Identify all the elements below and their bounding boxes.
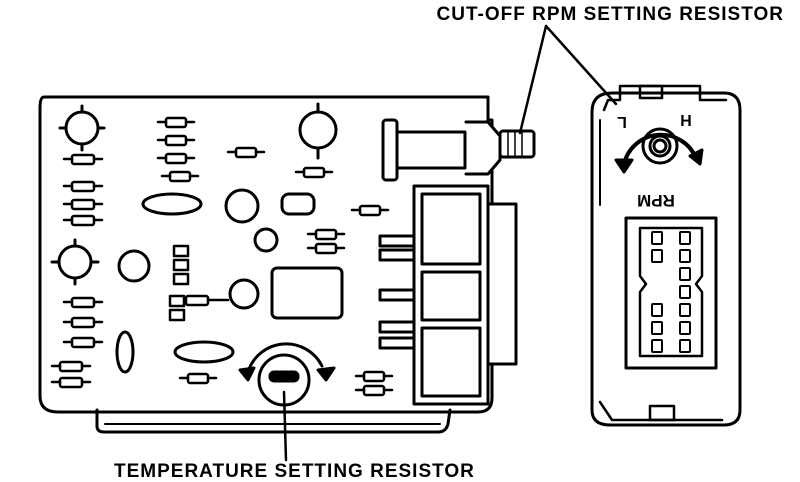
- board-components: [50, 102, 344, 374]
- unit-base: [95, 408, 452, 434]
- knob-arrow-right: [688, 148, 704, 166]
- resistors: [50, 116, 394, 397]
- temperature-leader: [282, 390, 288, 462]
- circuit-board-outline: [38, 95, 494, 414]
- low-label: L: [617, 113, 627, 130]
- control-unit-side-view: L H RPM: [590, 84, 742, 427]
- cutoff-rpm-resistor-knob[interactable]: [614, 127, 704, 174]
- cutoff-leader-left: [518, 24, 548, 135]
- adjust-arrow-arc: [246, 342, 324, 374]
- knob-arrow-left: [614, 158, 634, 174]
- rpm-label: RPM: [637, 191, 675, 210]
- leader-lines: [282, 24, 618, 462]
- cutoff-rpm-label: CUT-OFF RPM SETTING RESISTOR: [437, 4, 785, 25]
- arrow-head-left: [238, 366, 256, 382]
- cutoff-leader-right: [544, 24, 618, 106]
- high-label: H: [680, 111, 692, 128]
- connector-socket: [624, 216, 718, 370]
- control-unit-left: [38, 95, 536, 434]
- shaft: [395, 130, 467, 170]
- arrow-head-right: [316, 366, 336, 382]
- shaft-knob: [498, 129, 536, 159]
- shaft-housing: [464, 120, 502, 176]
- temperature-resistor-dial[interactable]: [238, 342, 336, 407]
- temperature-setting-label: TEMPERATURE SETTING RESISTOR: [114, 461, 475, 482]
- knob-arc: [622, 132, 698, 166]
- connector-block: [378, 184, 518, 406]
- shaft-flange: [381, 118, 399, 182]
